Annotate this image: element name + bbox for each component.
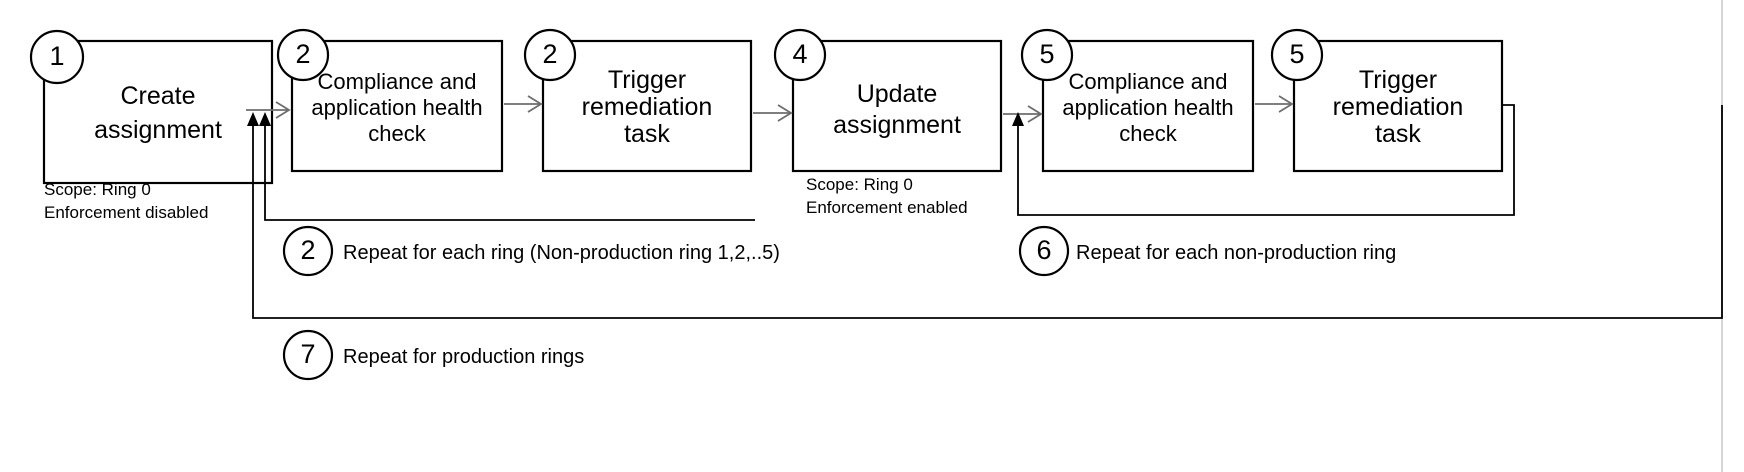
connector-4-to-5: [1003, 105, 1043, 123]
legend-item-nonprod-rings: 2 Repeat for each ring (Non-production r…: [282, 225, 780, 277]
legend-label-production-rings: Repeat for production rings: [343, 346, 584, 368]
step-1-badge-circle: [29, 29, 85, 85]
step-4-rect: [791, 39, 1003, 173]
step-box-1[interactable]: Create assignment 1: [29, 29, 274, 185]
step-box-6[interactable]: Trigger remediation task 5: [1270, 28, 1504, 173]
step-6-label-line-1: Trigger: [1359, 66, 1437, 94]
loopback-production-ring: [247, 105, 1723, 319]
legend-badge-number-6: 6: [1036, 235, 1051, 265]
step-4-badge-circle: [773, 28, 827, 82]
connector-2-to-3: [504, 95, 543, 113]
step-box-5[interactable]: Compliance and application health check …: [1020, 28, 1255, 173]
step-2-badge-circle: [276, 28, 330, 82]
step-4-label-line-2: assignment: [833, 111, 961, 139]
step-2-label-line-1: Compliance and: [318, 69, 477, 94]
step-5-label-line-2: application health: [1062, 95, 1233, 120]
step-5-label-line-1: Compliance and: [1069, 69, 1228, 94]
step-4-caption-line-1: Scope: Ring 0: [806, 175, 913, 194]
step-6-rect: [1292, 39, 1504, 173]
loopback-nonprod-ring: [259, 112, 755, 221]
legend-label-nonprod-ring-right: Repeat for each non-production ring: [1076, 242, 1396, 264]
step-3-label-line-3: task: [624, 120, 670, 148]
step-5-badge-circle: [1020, 28, 1074, 82]
step-1-label-line-2: assignment: [94, 116, 222, 144]
step-1-caption-line-2: Enforcement disabled: [44, 203, 208, 222]
step-5-rect: [1041, 39, 1255, 173]
legend-badge-circle-2: [282, 225, 334, 277]
legend-badge-number-7: 7: [300, 339, 315, 369]
legend-item-production-rings: 7 Repeat for production rings: [282, 329, 584, 381]
step-1-caption-line-1: Scope: Ring 0: [44, 180, 151, 199]
legend-badge-number-2: 2: [300, 235, 315, 265]
step-2-badge-number: 2: [295, 39, 310, 69]
step-5-badge-number: 5: [1039, 39, 1054, 69]
step-3-badge-circle: [523, 28, 577, 82]
step-1-badge-number: 1: [49, 41, 64, 71]
legend-item-nonprod-ring-right: 6 Repeat for each non-production ring: [1018, 225, 1396, 277]
step-box-4[interactable]: Update assignment 4: [773, 28, 1003, 173]
step-6-label-line-2: remediation: [1333, 93, 1464, 121]
step-6-badge-circle: [1270, 28, 1324, 82]
step-3-label-line-1: Trigger: [608, 66, 686, 94]
step-3-badge-number: 2: [542, 39, 557, 69]
step-box-2[interactable]: Compliance and application health check …: [276, 28, 504, 173]
step-3-rect: [541, 39, 753, 173]
step-3-label-line-2: remediation: [582, 93, 713, 121]
step-2-label-line-3: check: [368, 121, 426, 146]
loopback-production-arrowhead: [247, 112, 259, 126]
step-box-3[interactable]: Trigger remediation task 2: [523, 28, 753, 173]
legend-badge-circle-7: [282, 329, 334, 381]
step-2-label-line-2: application health: [311, 95, 482, 120]
step-6-badge-number: 5: [1289, 39, 1304, 69]
step-1-label-line-1: Create: [120, 82, 195, 110]
loopback-right-arrowhead: [1012, 112, 1024, 126]
step-4-caption-line-2: Enforcement enabled: [806, 198, 968, 217]
loopback-nonprod-ring-right: [1012, 104, 1515, 216]
connector-5-to-6: [1255, 95, 1294, 113]
step-4-label-line-1: Update: [857, 80, 938, 108]
step-6-label-line-3: task: [1375, 120, 1421, 148]
connector-1-to-2: [246, 101, 291, 119]
legend-badge-circle-6: [1018, 225, 1070, 277]
step-4-badge-number: 4: [792, 39, 807, 69]
step-5-label-line-3: check: [1119, 121, 1177, 146]
loopback-nonprod-arrowhead: [259, 112, 271, 126]
connector-3-to-4: [753, 104, 793, 122]
legend-label-nonprod-rings: Repeat for each ring (Non-production rin…: [343, 242, 780, 264]
